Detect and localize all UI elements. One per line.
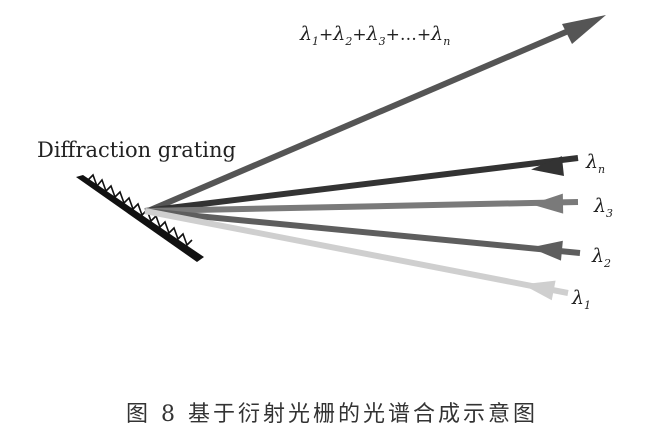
diffraction-grating <box>76 173 204 262</box>
combined-ray <box>146 23 582 214</box>
ray-lambda-3 <box>144 199 579 214</box>
diffracted-rays <box>144 155 581 301</box>
ray-label-lambda-3: λ3 <box>593 195 613 220</box>
ray-label-lambda-n: λn <box>585 151 605 176</box>
figure-caption: 图 8 基于衍射光栅的光谱合成示意图 <box>126 402 538 427</box>
combined-ray-arrowhead <box>562 15 606 44</box>
grating-teeth <box>87 173 193 247</box>
ray-lambda-n-arrowhead <box>531 156 564 177</box>
combined-wavelength-label: λ1+λ2+λ3+…+λn <box>299 23 450 48</box>
ray-lambda-2-arrowhead <box>530 240 563 261</box>
grating-label: Diffraction grating <box>37 138 236 162</box>
ray-lambda-3-arrowhead <box>531 193 564 214</box>
ray-lambda-2 <box>144 208 581 256</box>
ray-lambda-n <box>144 155 579 214</box>
ray-lambda-1-arrowhead <box>522 280 556 301</box>
ray-label-lambda-2: λ2 <box>591 245 611 270</box>
ray-label-lambda-1: λ1 <box>571 287 591 312</box>
ray-lambda-1 <box>144 208 569 296</box>
